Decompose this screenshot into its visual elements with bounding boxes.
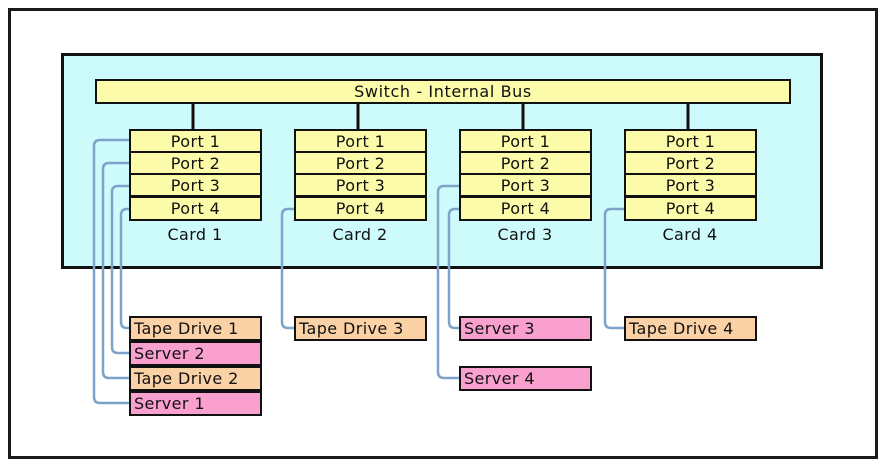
server-2: Server 2	[129, 341, 262, 366]
server-1: Server 1	[129, 391, 262, 416]
card-3-port-4: Port 4	[459, 196, 592, 221]
card-1-label: Card 1	[167, 225, 223, 244]
card-3-port-3: Port 3	[459, 173, 592, 197]
card-2-port-2: Port 2	[294, 151, 427, 175]
internal-bus: Switch - Internal Bus	[95, 79, 791, 104]
cable-card1-port3-server2	[110, 184, 130, 355]
cable-card1-port4-tape-drive-1	[119, 207, 130, 330]
cable-card3-port4-server3	[447, 207, 460, 330]
tape-drive-1: Tape Drive 1	[129, 316, 262, 341]
card-3-port-1: Port 1	[459, 129, 592, 153]
card-2-port-3: Port 3	[294, 173, 427, 197]
card-1-port-3: Port 3	[129, 173, 262, 197]
card-4-port-4: Port 4	[624, 196, 757, 221]
card-4-port-3: Port 3	[624, 173, 757, 197]
cable-card1-port2-tape-drive-2	[101, 161, 130, 380]
tape-drive-2: Tape Drive 2	[129, 366, 262, 391]
card-4-label: Card 4	[662, 225, 718, 244]
card-1-port-2: Port 2	[129, 151, 262, 175]
card-2-port-4: Port 4	[294, 196, 427, 221]
card-2-port-1: Port 1	[294, 129, 427, 153]
server-4: Server 4	[459, 366, 592, 391]
cable-card4-port4-tape-drive-4	[603, 207, 625, 330]
card-2-label: Card 2	[332, 225, 388, 244]
card-3-label: Card 3	[497, 225, 553, 244]
card-1-port-1: Port 1	[129, 129, 262, 153]
cable-card2-port4-tape-drive-3	[280, 207, 295, 330]
card-3-port-2: Port 2	[459, 151, 592, 175]
card-4-port-2: Port 2	[624, 151, 757, 175]
cable-card1-port1-server1	[92, 138, 130, 405]
card-1-port-4: Port 4	[129, 196, 262, 221]
card-4-port-1: Port 1	[624, 129, 757, 153]
tape-drive-4: Tape Drive 4	[624, 316, 757, 341]
tape-drive-3: Tape Drive 3	[294, 316, 427, 341]
server-3: Server 3	[459, 316, 592, 341]
cable-card3-port3-server4	[436, 184, 460, 380]
